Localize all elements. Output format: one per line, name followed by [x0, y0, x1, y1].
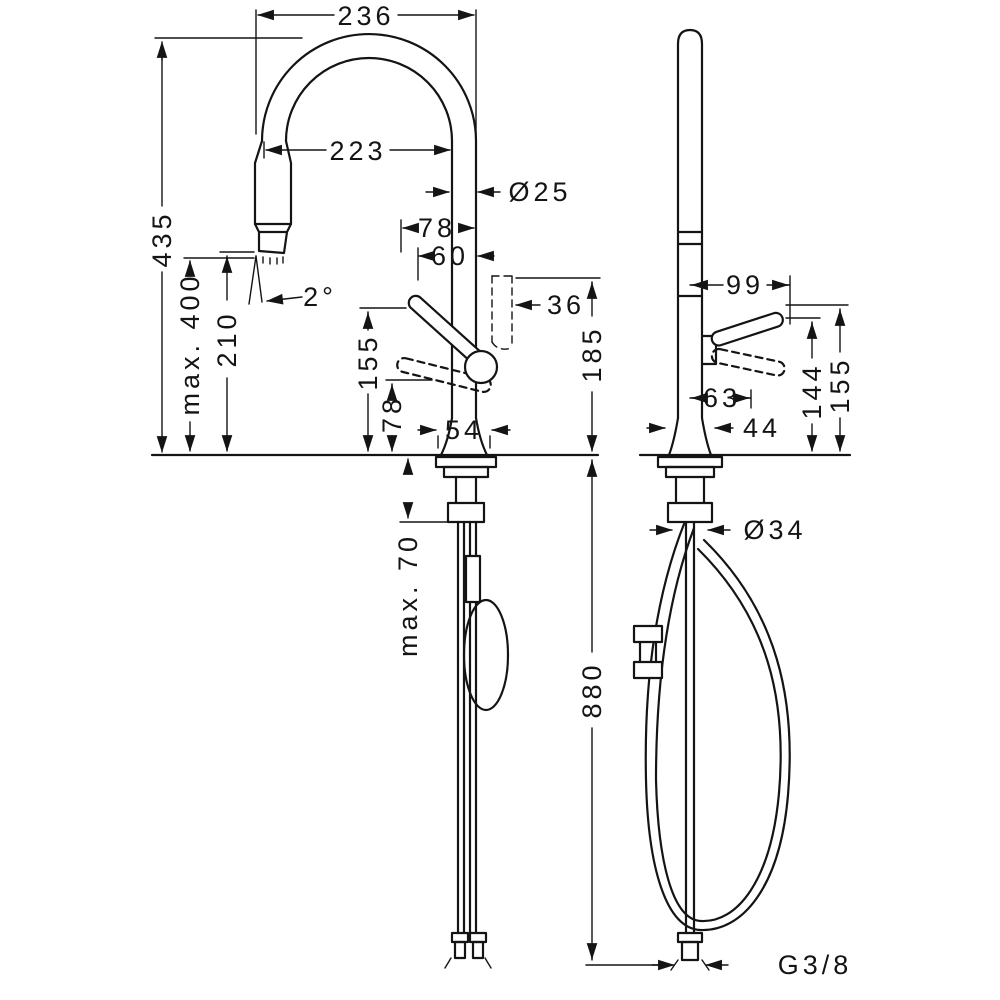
dim-outlet-height-label: 185: [577, 325, 607, 382]
dim-max-deck-thickness-label: max. 70: [393, 533, 423, 657]
dim-clearance-height-label: 210: [212, 310, 242, 367]
dim-handle-offset-a-label: 78: [418, 213, 456, 243]
front-view-body: [667, 28, 713, 457]
dim-hole-diameter-label: Ø34: [743, 515, 806, 545]
side-view-handle: [396, 294, 499, 394]
dim-connection-thread-label: G3/8: [778, 950, 853, 980]
front-view-handle: [700, 311, 786, 377]
dim-base-diameter-label: 54: [445, 415, 483, 445]
dim-spout-reach-label: 223: [329, 136, 386, 166]
side-view-spout: [260, 32, 489, 457]
dim-spout-reach-overall-label: 236: [337, 1, 394, 31]
dim-spray-offset-label: 36: [547, 290, 585, 320]
side-view-hoses: [444, 520, 510, 969]
extension-lines: [154, 9, 849, 966]
side-view-spray-head: [248, 139, 293, 305]
dim-handle-offset-b-label: 60: [431, 241, 469, 271]
dim-handle-height-low-label: 144: [797, 362, 827, 419]
dim-spray-angle-label: 2°: [303, 282, 337, 312]
front-view-mounting: [656, 455, 724, 524]
dim-total-height-label: 435: [147, 210, 177, 267]
dim-handle-reach-label: 99: [726, 270, 764, 300]
front-view-hose-loop: [632, 520, 791, 971]
dim-handle-top-height-label: 155: [353, 333, 383, 390]
dim-handle-height-high-label: 155: [825, 356, 855, 413]
dimension-lines: [156, 9, 846, 971]
side-view-mounting: [434, 455, 498, 524]
dim-max-hose-pull-label: max. 400: [175, 272, 205, 415]
dimension-labels: 236 223 Ø25 78 60 36 2° 185 435 max. 400…: [147, 1, 855, 980]
dim-hose-length-label: 880: [577, 661, 607, 718]
dim-base-width-label: 44: [743, 413, 781, 443]
dim-lever-base-height-label: 78: [377, 395, 407, 433]
dim-handle-pivot-offset-label: 63: [703, 383, 741, 413]
dim-spout-diameter-label: Ø25: [508, 177, 571, 207]
side-view-spray-pulled-outline: [491, 275, 513, 350]
